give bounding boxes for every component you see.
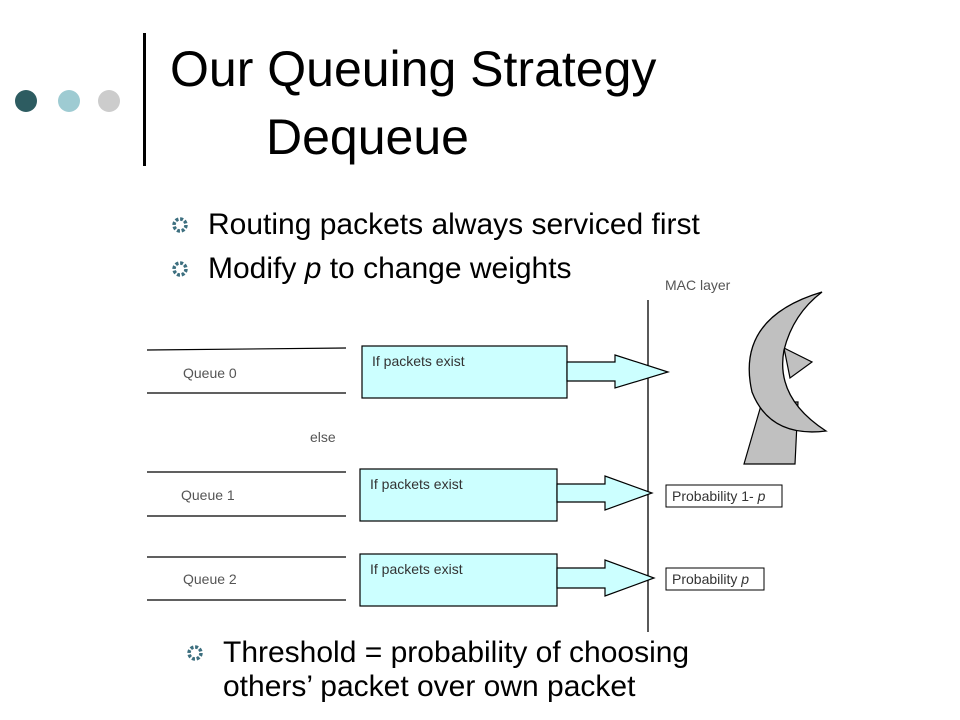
queue-label: Queue 2	[183, 571, 237, 587]
probability-label: Probability p	[672, 571, 749, 587]
bullet-modify-p: Modify p to change weights	[170, 252, 572, 286]
gear-bullet-icon	[172, 261, 188, 277]
bullet-text: Routing packets always serviced first	[208, 208, 700, 241]
probability-box-2	[665, 567, 765, 591]
condition-box-label: If packets exist	[370, 561, 463, 577]
queue-2: Queue 2	[147, 556, 346, 601]
else-label: else	[310, 429, 336, 445]
condition-box-label: If packets exist	[372, 353, 465, 369]
bullet-routing: Routing packets always serviced first	[170, 208, 700, 242]
mac-layer-label: MAC layer	[665, 277, 731, 293]
bullet-text: Threshold = probability of choosing othe…	[223, 636, 689, 704]
slide-title: Our Queuing Strategy	[170, 41, 657, 97]
probability-box-1	[665, 484, 783, 508]
title-divider	[143, 33, 146, 166]
queue-0: Queue 0	[146, 347, 347, 394]
decor-dot-gray	[98, 90, 120, 112]
bullet-text: Modify p to change weights	[208, 252, 572, 285]
bullet-line: others’ packet over own packet	[223, 670, 636, 703]
queue-label: Queue 1	[181, 487, 235, 503]
gear-bullet-icon	[187, 645, 203, 661]
decor-dot-dark	[15, 90, 37, 112]
condition-box-0	[361, 345, 568, 399]
queue-1: Queue 1	[147, 471, 346, 517]
arrow-1-to-mac	[556, 475, 654, 511]
condition-box-label: If packets exist	[370, 476, 463, 492]
arrow-2-to-mac	[556, 559, 656, 597]
bullet-line: Threshold = probability of choosing	[223, 636, 690, 669]
gear-bullet-icon	[172, 217, 188, 233]
queue-top-line	[146, 347, 347, 351]
slide-subtitle: Dequeue	[266, 109, 469, 165]
arrow-0-to-mac	[566, 354, 671, 389]
probability-label: Probability 1- p	[672, 488, 766, 504]
decor-dot-teal	[58, 90, 80, 112]
antenna-icon	[743, 291, 828, 465]
queue-label: Queue 0	[183, 365, 237, 381]
bullet-threshold: Threshold = probability of choosing othe…	[185, 636, 689, 704]
